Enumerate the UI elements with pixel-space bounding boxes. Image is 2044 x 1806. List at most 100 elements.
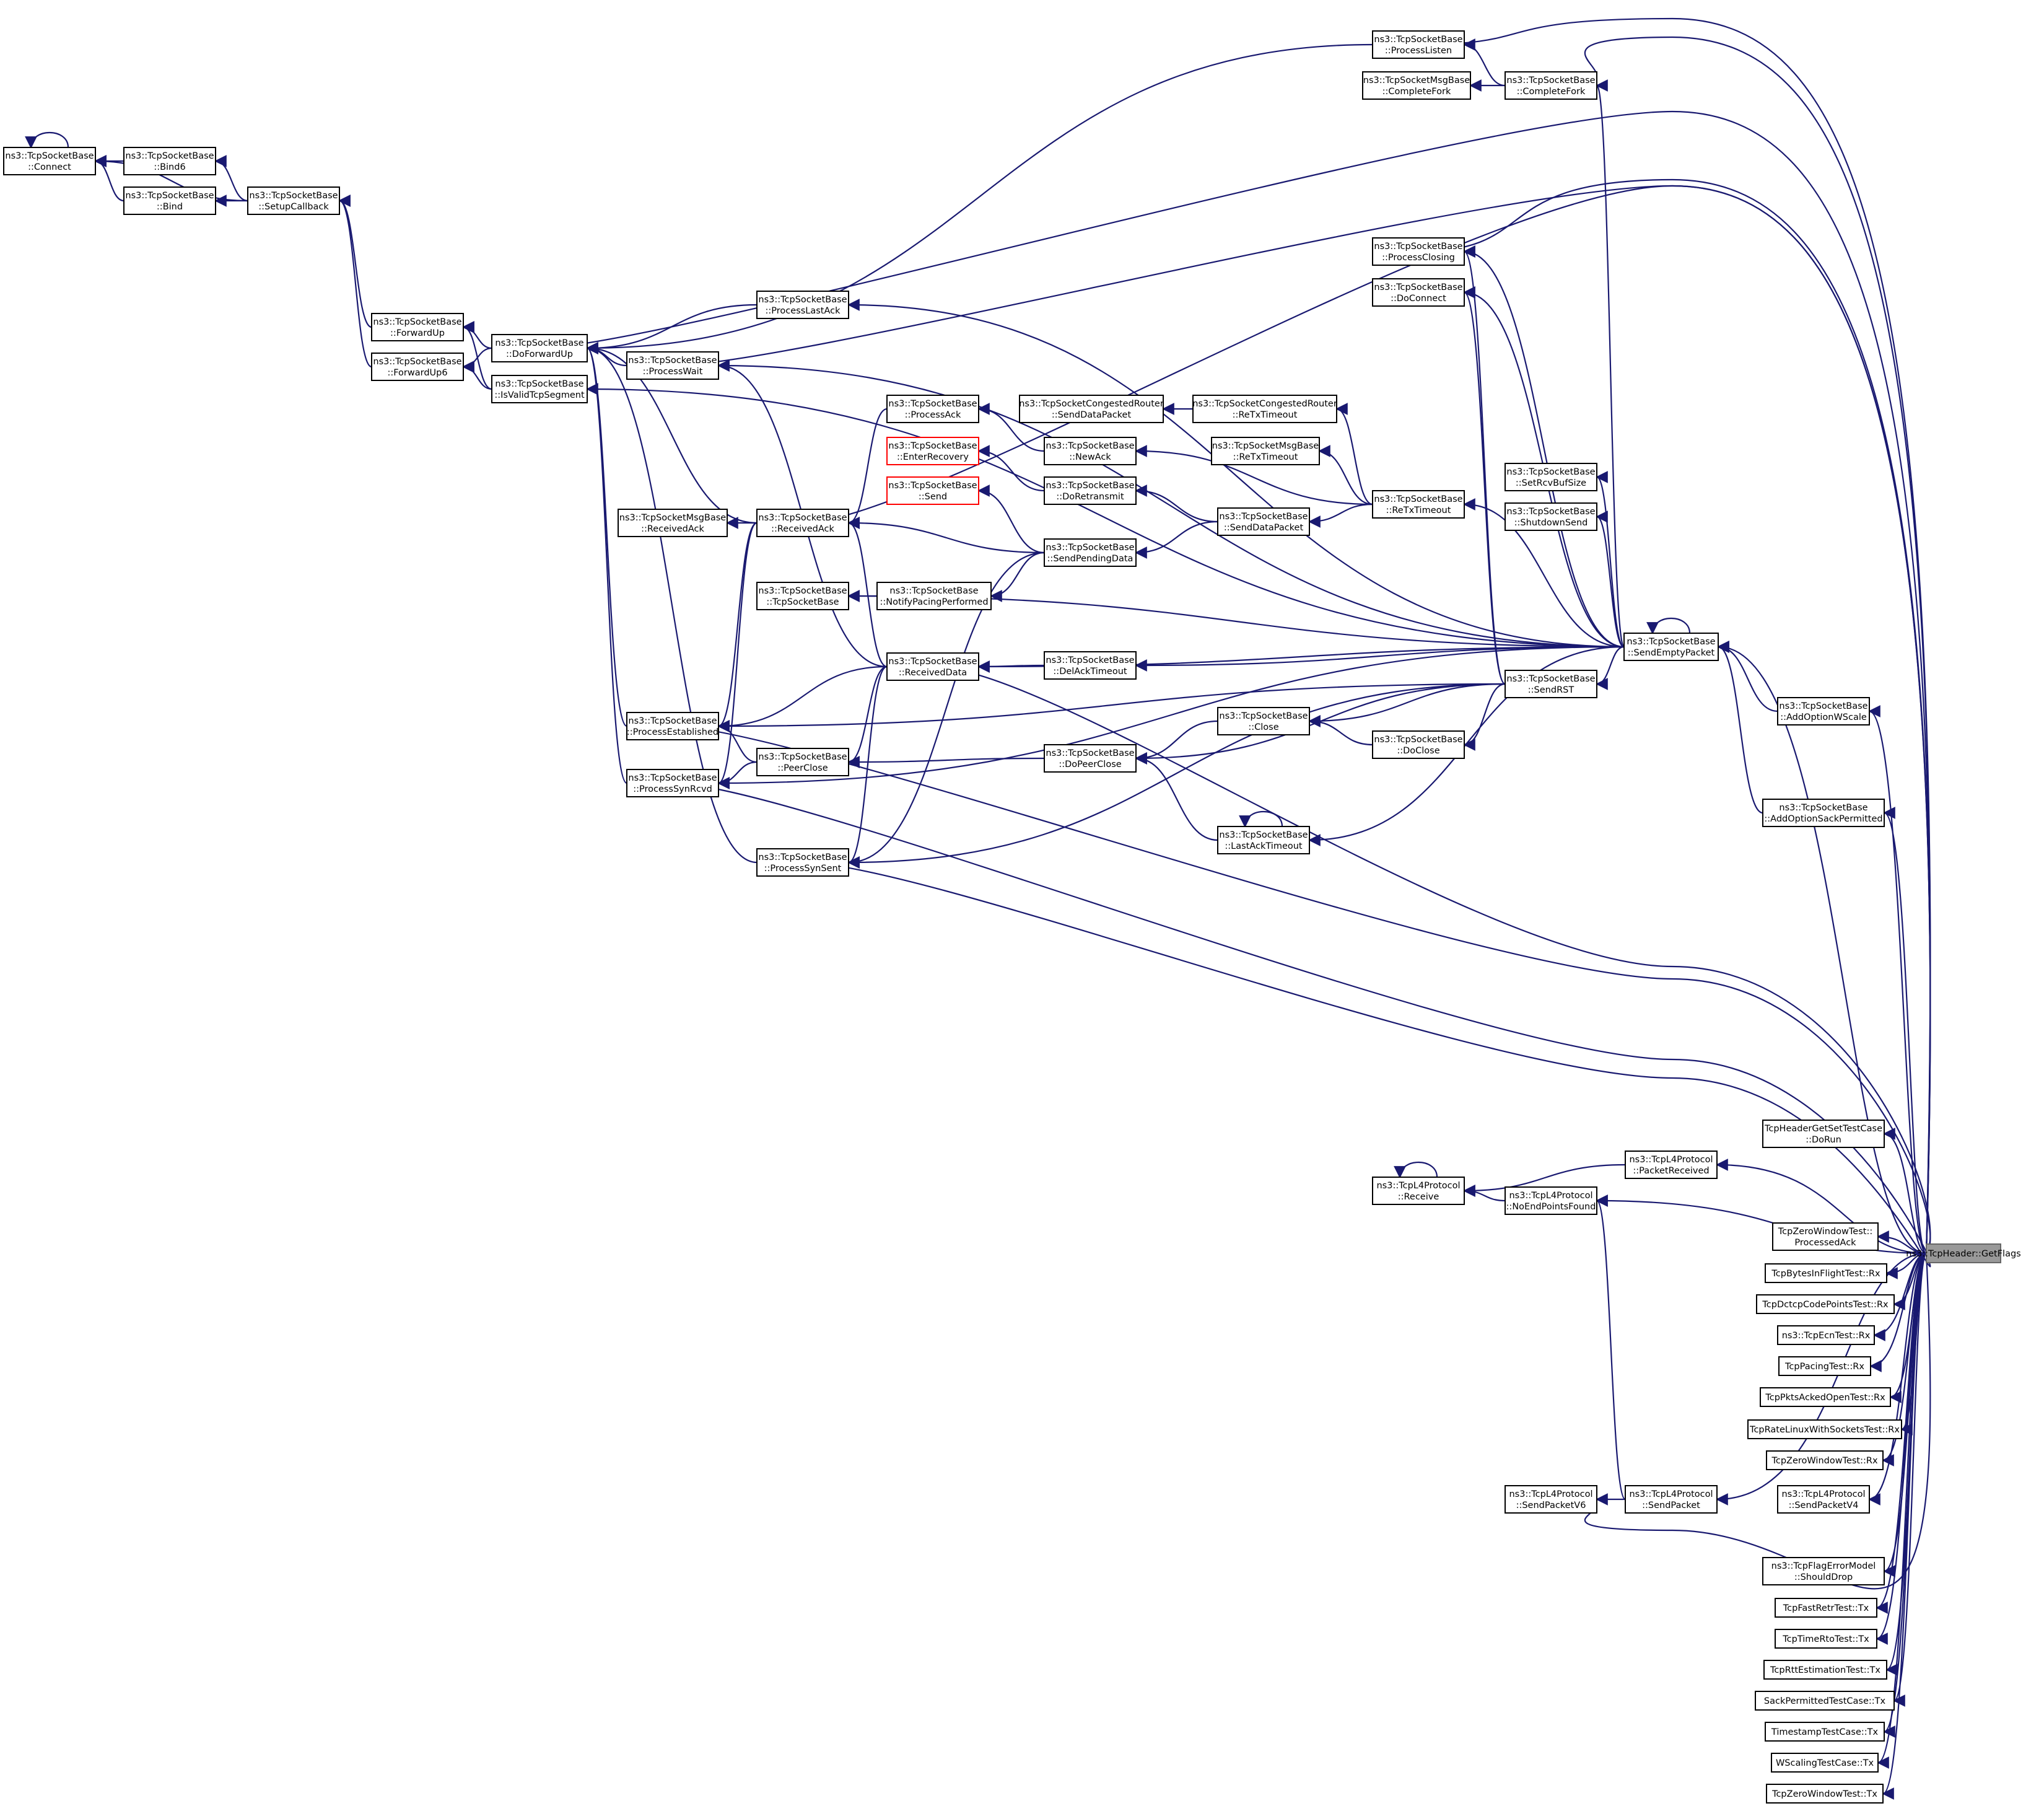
node-close[interactable]: ns3::TcpSocketBase::Close — [1217, 707, 1310, 735]
node-rttest[interactable]: TcpRttEstimationTest::Tx — [1763, 1660, 1887, 1680]
node-timerto[interactable]: TcpTimeRtoTest::Tx — [1775, 1629, 1877, 1649]
node-zwrx[interactable]: TcpZeroWindowTest::Rx — [1766, 1450, 1884, 1470]
call-edge-75 — [1135, 646, 1625, 672]
node-bind[interactable]: ns3::TcpSocketBase::Bind — [123, 186, 216, 215]
node-processsynrcvd[interactable]: ns3::TcpSocketBase::ProcessSynRcvd — [626, 769, 719, 797]
node-fastretr[interactable]: TcpFastRetrTest::Tx — [1775, 1598, 1877, 1618]
node-pktsacked[interactable]: TcpPktsAckedOpenTest::Rx — [1760, 1387, 1891, 1407]
call-edge-40 — [338, 195, 372, 368]
node-notifypacing[interactable]: ns3::TcpSocketBase::NotifyPacingPerforme… — [876, 582, 992, 610]
node-setrcvbuf[interactable]: ns3::TcpSocketBase::SetRcvBufSize — [1505, 463, 1597, 491]
node-completefork[interactable]: ns3::TcpSocketBase::CompleteFork — [1505, 71, 1597, 100]
node-isvalid[interactable]: ns3::TcpSocketBase::IsValidTcpSegment — [491, 375, 588, 403]
node-sendempty[interactable]: ns3::TcpSocketBase::SendEmptyPacket — [1623, 633, 1719, 661]
call-edge-102 — [586, 342, 628, 784]
node-senddatapacket[interactable]: ns3::TcpSocketBase::SendDataPacket — [1217, 507, 1310, 536]
node-receiveddata[interactable]: ns3::TcpSocketBase::ReceivedData — [886, 652, 979, 681]
node-shutdownsend[interactable]: ns3::TcpSocketBase::ShutdownSend — [1505, 502, 1597, 531]
call-edge-31 — [671, 777, 1931, 1262]
node-doforwardup[interactable]: ns3::TcpSocketBase::DoForwardUp — [491, 334, 588, 362]
node-tcpsocketbase[interactable]: ns3::TcpSocketBase::TcpSocketBase — [756, 582, 849, 610]
node-sendpacket[interactable]: ns3::TcpL4Protocol::SendPacket — [1625, 1485, 1718, 1514]
node-processestab[interactable]: ns3::TcpSocketBase::ProcessEstablished — [626, 712, 719, 740]
node-sendpacketv4[interactable]: ns3::TcpL4Protocol::SendPacketV4 — [1777, 1485, 1870, 1514]
node-getflags[interactable]: ns3::TcpHeader::GetFlags — [1906, 1243, 2021, 1263]
node-doretransmit[interactable]: ns3::TcpSocketBase::DoRetransmit — [1044, 476, 1137, 505]
node-addwscale[interactable]: ns3::TcpSocketBase::AddOptionWScale — [1777, 697, 1870, 725]
call-edge-92 — [717, 683, 1506, 732]
node-lastacktimeout[interactable]: ns3::TcpSocketBase::LastAckTimeout — [1217, 826, 1310, 854]
call-edge-96 — [847, 551, 1045, 869]
node-ratelinux[interactable]: TcpRateLinuxWithSocketsTest::Rx — [1747, 1419, 1902, 1439]
node-timestamp[interactable]: TimestampTestCase::Tx — [1765, 1722, 1885, 1742]
node-msgretx[interactable]: ns3::TcpSocketMsgBase::ReTxTimeout — [1211, 437, 1320, 465]
call-edge-54 — [717, 720, 758, 763]
node-zwtx[interactable]: TcpZeroWindowTest::Tx — [1766, 1784, 1884, 1804]
node-box — [1044, 538, 1137, 567]
node-setupcb[interactable]: ns3::TcpSocketBase::SetupCallback — [247, 186, 340, 215]
node-label: ::AddOptionWScale — [1780, 712, 1867, 722]
node-congretx[interactable]: ns3::TcpSocketCongestedRouter::ReTxTimeo… — [1192, 395, 1337, 423]
node-wscaling[interactable]: WScalingTestCase::Tx — [1771, 1753, 1879, 1773]
node-label: ns3::TcpSocketBase — [888, 399, 977, 409]
node-dopeerclose[interactable]: ns3::TcpSocketBase::DoPeerClose — [1044, 744, 1137, 773]
call-edge-44 — [462, 361, 492, 390]
call-edge-67 — [1135, 445, 1373, 506]
node-sendpacketv6[interactable]: ns3::TcpL4Protocol::SendPacketV6 — [1505, 1485, 1597, 1514]
node-ecn[interactable]: ns3::TcpEcnTest::Rx — [1777, 1325, 1875, 1345]
call-edge-104 — [847, 665, 888, 869]
node-forwardup[interactable]: ns3::TcpSocketBase::ForwardUp — [371, 313, 464, 341]
node-hdrgetset[interactable]: TcpHeaderGetSetTestCase::DoRun — [1762, 1120, 1885, 1148]
call-edge-64 — [1308, 503, 1373, 528]
node-l4receive[interactable]: ns3::TcpL4Protocol::Receive — [1372, 1177, 1465, 1205]
node-sendpending[interactable]: ns3::TcpSocketBase::SendPendingData — [1044, 538, 1137, 567]
node-box — [1372, 237, 1465, 266]
node-processsynsent[interactable]: ns3::TcpSocketBase::ProcessSynSent — [756, 848, 849, 877]
node-zwprocack[interactable]: TcpZeroWindowTest::ProcessedAck — [1772, 1222, 1879, 1251]
node-processwait[interactable]: ns3::TcpSocketBase::ProcessWait — [626, 351, 719, 380]
call-edge-109 — [586, 43, 1373, 354]
call-edge-62 — [1135, 484, 1218, 523]
node-retxtimeout[interactable]: ns3::TcpSocketBase::ReTxTimeout — [1372, 490, 1465, 519]
node-peerclose[interactable]: ns3::TcpSocketBase::PeerClose — [756, 748, 849, 776]
node-label: ::ReceivedAck — [641, 524, 704, 534]
node-delacktimeout[interactable]: ns3::TcpSocketBase::DelAckTimeout — [1044, 651, 1137, 680]
node-dctcp[interactable]: TcpDctcpCodePointsTest::Rx — [1756, 1294, 1895, 1314]
node-packetreceived[interactable]: ns3::TcpL4Protocol::PacketReceived — [1625, 1151, 1718, 1179]
node-noendpoints[interactable]: ns3::TcpL4Protocol::NoEndPointsFound — [1505, 1186, 1597, 1215]
node-send[interactable]: ns3::TcpSocketBase::Send — [886, 476, 979, 505]
call-edge-20 — [1893, 1252, 1928, 1707]
node-enterrecovery[interactable]: ns3::TcpSocketBase::EnterRecovery — [886, 437, 979, 465]
node-pacing[interactable]: TcpPacingTest::Rx — [1778, 1356, 1871, 1376]
node-doconnect[interactable]: ns3::TcpSocketBase::DoConnect — [1372, 278, 1465, 307]
node-processclosing[interactable]: ns3::TcpSocketBase::ProcessClosing — [1372, 237, 1465, 266]
node-label: WScalingTestCase::Tx — [1776, 1758, 1874, 1768]
node-newack[interactable]: ns3::TcpSocketBase::NewAck — [1044, 437, 1137, 465]
call-edge-115 — [1394, 1161, 1438, 1178]
node-label: ::EnterRecovery — [897, 452, 969, 462]
node-connect[interactable]: ns3::TcpSocketBase::Connect — [3, 147, 96, 175]
node-receivedack[interactable]: ns3::TcpSocketBase::ReceivedAck — [756, 509, 849, 537]
node-processlisten[interactable]: ns3::TcpSocketBase::ProcessListen — [1372, 30, 1465, 59]
call-edge-59 — [977, 445, 1045, 492]
node-flagerror[interactable]: ns3::TcpFlagErrorModel::ShouldDrop — [1762, 1557, 1885, 1585]
node-box — [1362, 71, 1471, 100]
node-addsack[interactable]: ns3::TcpSocketBase::AddOptionSackPermitt… — [1762, 799, 1885, 827]
node-msgrecvack[interactable]: ns3::TcpSocketMsgBase::ReceivedAck — [618, 509, 728, 537]
call-edge-73 — [1463, 38, 1506, 87]
node-msgcompletefork[interactable]: ns3::TcpSocketMsgBase::CompleteFork — [1362, 71, 1471, 100]
node-forwardup6[interactable]: ns3::TcpSocketBase::ForwardUp6 — [371, 353, 464, 381]
node-label: ns3::TcpSocketBase — [1374, 242, 1462, 252]
call-edge-56 — [847, 756, 1045, 768]
node-bytesinflight[interactable]: TcpBytesInFlightTest::Rx — [1765, 1263, 1887, 1283]
node-sendrst[interactable]: ns3::TcpSocketBase::SendRST — [1505, 670, 1597, 698]
call-edge-89 — [847, 590, 1625, 648]
node-processlastack[interactable]: ns3::TcpSocketBase::ProcessLastAck — [756, 291, 849, 319]
node-congsend[interactable]: ns3::TcpSocketCongestedRouter::SendDataP… — [1019, 395, 1164, 423]
node-sackperm[interactable]: SackPermittedTestCase::Tx — [1755, 1691, 1895, 1711]
node-label: TcpRttEstimationTest::Tx — [1770, 1665, 1880, 1675]
node-processack[interactable]: ns3::TcpSocketBase::ProcessAck — [886, 395, 979, 423]
call-edge-85 — [1463, 1185, 1506, 1202]
node-doclose[interactable]: ns3::TcpSocketBase::DoClose — [1372, 730, 1465, 759]
node-bind6[interactable]: ns3::TcpSocketBase::Bind6 — [123, 147, 216, 175]
